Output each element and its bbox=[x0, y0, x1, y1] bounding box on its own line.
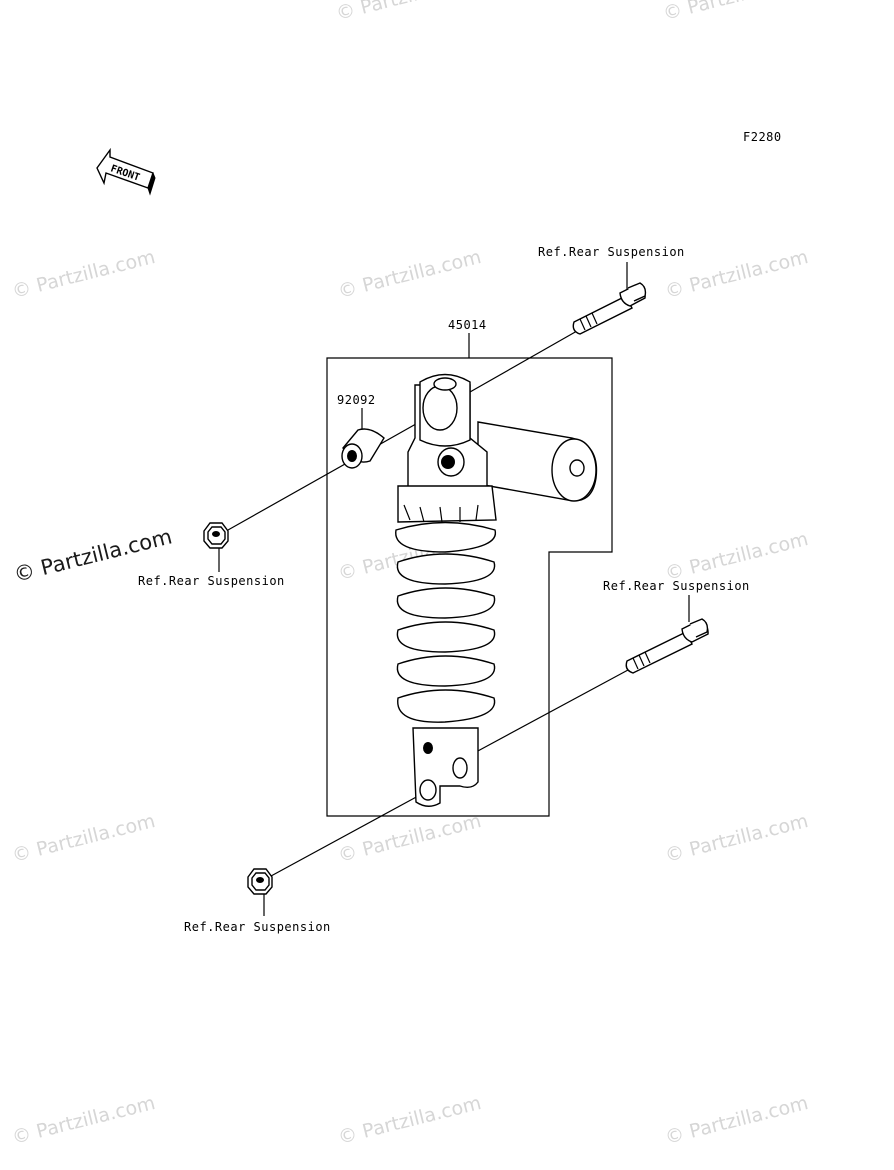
shock-absorber-icon[interactable] bbox=[395, 373, 598, 807]
watermark: © Partzilla.com bbox=[663, 810, 811, 867]
watermark: © Partzilla.com bbox=[663, 528, 811, 585]
assembly-outline bbox=[326, 357, 613, 817]
lower-bolt-icon[interactable] bbox=[625, 618, 709, 674]
upper-nut-icon[interactable] bbox=[203, 522, 229, 549]
watermark: © Partzilla.com bbox=[663, 1092, 811, 1149]
upper-bolt-icon[interactable] bbox=[572, 282, 647, 335]
watermark: © Partzilla.com bbox=[10, 810, 158, 867]
collar-icon[interactable] bbox=[341, 428, 385, 469]
part-number-92092[interactable]: 92092 bbox=[337, 393, 376, 407]
figure-code: F2280 bbox=[743, 130, 782, 144]
ref-label-lower-nut[interactable]: Ref.Rear Suspension bbox=[184, 920, 331, 934]
lower-nut-icon[interactable] bbox=[247, 868, 273, 895]
leader-lower-bolt bbox=[475, 669, 629, 753]
leader-lower-nut bbox=[259, 794, 421, 883]
watermark: © Partzilla.com bbox=[663, 246, 811, 303]
ref-label-lower-bolt[interactable]: Ref.Rear Suspension bbox=[603, 579, 750, 593]
ref-label-upper-nut[interactable]: Ref.Rear Suspension bbox=[138, 574, 285, 588]
watermark: © Partzilla.com bbox=[10, 1092, 158, 1149]
watermark: © Partzilla.com bbox=[334, 0, 482, 25]
watermark: © Partzilla.com bbox=[661, 0, 809, 25]
watermark: © Partzilla.com bbox=[336, 1092, 484, 1149]
front-arrow-icon: FRONT bbox=[96, 147, 156, 196]
watermark: © Partzilla.com bbox=[336, 810, 484, 867]
watermark: © Partzilla.com bbox=[10, 246, 158, 303]
ref-label-upper-bolt[interactable]: Ref.Rear Suspension bbox=[538, 245, 685, 259]
part-number-45014[interactable]: 45014 bbox=[448, 318, 487, 332]
watermark: © Partzilla.com bbox=[336, 246, 484, 303]
leader-upper-nut bbox=[227, 419, 424, 531]
leader-upper-bolt bbox=[469, 330, 578, 393]
